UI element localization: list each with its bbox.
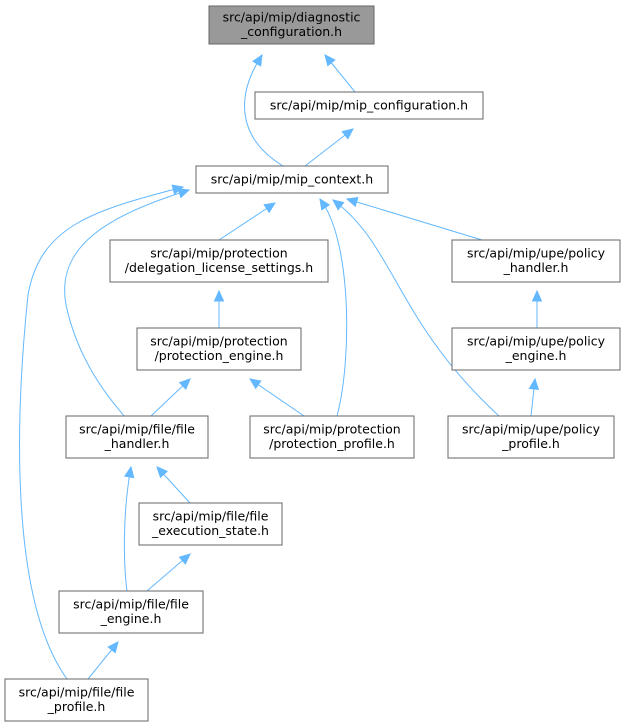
edge-arrowhead [124,465,135,479]
edge-arrowhead [531,289,543,302]
node-box [65,415,209,459]
node-box [451,239,621,283]
node-label-line: /delegation_license_settings.h [125,260,313,275]
node-box [58,590,204,634]
node-label-line: _execution_state.h [151,523,269,538]
edge-line [64,189,190,417]
node-protection-profile[interactable]: src/api/mip/protection/protection_profil… [249,415,415,459]
edge-arrowhead [345,197,359,208]
edge-policy-profile-to-policy-engine [528,377,540,417]
edge-line [218,202,276,241]
node-policy-profile[interactable]: src/api/mip/upe/policy_profile.h [447,415,615,459]
edge-line [249,378,305,417]
edge-arrowhead [156,466,168,479]
node-label-line: src/api/mip/protection [150,334,287,349]
node-box [451,327,621,371]
node-label-line: _profile.h [47,699,106,714]
edge-arrowhead [263,202,277,214]
edge-file-profile-to-mip-context [19,184,185,680]
node-label-line: src/api/mip/file/file [73,597,189,612]
node-label-line: _handler.h [104,436,170,451]
edge-line [346,198,483,241]
edge-policy-profile-to-mip-context [332,199,500,417]
node-label-line: _engine.h [505,348,567,363]
node-label-line: _profile.h [501,436,560,451]
node-file-execution-state[interactable]: src/api/mip/file/file_execution_state.h [138,502,283,546]
node-label-line: /protection_profile.h [269,436,395,451]
edge-mip-configuration-to-diagnostic-configuration [324,54,356,93]
dependency-edges [19,53,543,680]
edge-arrowhead [213,289,225,302]
edge-line [123,466,132,592]
edge-arrowhead [341,128,354,140]
edge-line [332,199,500,417]
node-file-engine[interactable]: src/api/mip/file/file_engine.h [58,590,204,634]
node-label-line: src/api/mip/upe/policy [467,334,606,349]
node-diagnostic-configuration: src/api/mip/diagnostic_configuration.h [208,5,375,45]
node-file-handler[interactable]: src/api/mip/file/file_handler.h [65,415,209,459]
node-protection-engine[interactable]: src/api/mip/protection/protection_engine… [136,327,302,371]
edge-policy-handler-to-mip-context [345,197,483,241]
edge-arrowhead [332,199,345,211]
edge-line [19,186,184,680]
node-label-line: _engine.h [100,611,162,626]
node-label-line: src/api/mip/diagnostic [223,10,361,25]
edge-protection-engine-to-delegation-license-settings [213,289,225,328]
edge-protection-profile-to-mip-context [319,197,348,417]
node-box [254,91,484,120]
edge-arrowhead [178,553,191,565]
edge-arrowhead [171,184,185,195]
node-policy-engine[interactable]: src/api/mip/upe/policy_engine.h [451,327,621,371]
node-label-line: src/api/mip/protection [263,422,400,437]
edge-arrowhead [248,378,262,390]
edge-policy-engine-to-policy-handler [531,289,543,328]
node-file-profile[interactable]: src/api/mip/file/file_profile.h [4,678,149,722]
edge-file-engine-to-file-handler [123,465,135,592]
edge-arrowhead [319,197,331,211]
edge-arrowhead [324,54,336,67]
node-box [109,239,329,283]
edge-mip-context-to-mip-configuration [304,128,354,167]
node-label-line: src/api/mip/upe/policy [467,246,606,261]
edge-file-execution-state-to-file-handler [156,466,191,504]
node-label-line: src/api/mip/file/file [19,685,135,700]
edge-protection-profile-to-protection-engine [248,378,305,417]
edge-mip-context-to-diagnostic-configuration [244,53,284,167]
edge-file-engine-to-file-execution-state [146,553,191,592]
header-file-nodes: src/api/mip/diagnostic_configuration.hsr… [4,5,621,722]
edge-arrowhead [252,53,263,67]
node-label-line: src/api/mip/file/file [153,509,269,524]
node-delegation-license-settings[interactable]: src/api/mip/protection/delegation_licens… [109,239,329,283]
node-box [4,678,149,722]
edge-arrowhead [107,641,119,654]
node-label-line: src/api/mip/upe/policy [462,422,601,437]
edge-line [319,198,348,417]
node-box [195,165,389,194]
node-box [136,327,302,371]
node-label-line: /protection_engine.h [155,348,284,363]
node-box [208,5,375,45]
node-label-line: src/api/mip/protection [150,246,287,261]
node-label-line: _configuration.h [240,24,342,39]
node-policy-handler[interactable]: src/api/mip/upe/policy_handler.h [451,239,621,283]
node-box [138,502,283,546]
edge-line [244,54,284,167]
edge-arrowhead [178,378,191,391]
edge-delegation-license-settings-to-mip-context [218,202,277,241]
edge-arrowhead [177,188,191,199]
node-box [447,415,615,459]
edge-file-handler-to-protection-engine [150,378,191,417]
edge-arrowhead [528,377,540,391]
node-mip-context[interactable]: src/api/mip/mip_context.h [195,165,389,194]
node-label-line: src/api/mip/mip_configuration.h [270,97,468,112]
node-label-line: src/api/mip/mip_context.h [211,171,373,186]
node-label-line: _handler.h [503,260,569,275]
node-box [249,415,415,459]
node-label-line: src/api/mip/file/file [79,422,195,437]
edge-file-profile-to-file-engine [87,641,119,680]
edge-file-handler-to-mip-context [64,188,191,417]
node-mip-configuration[interactable]: src/api/mip/mip_configuration.h [254,91,484,120]
